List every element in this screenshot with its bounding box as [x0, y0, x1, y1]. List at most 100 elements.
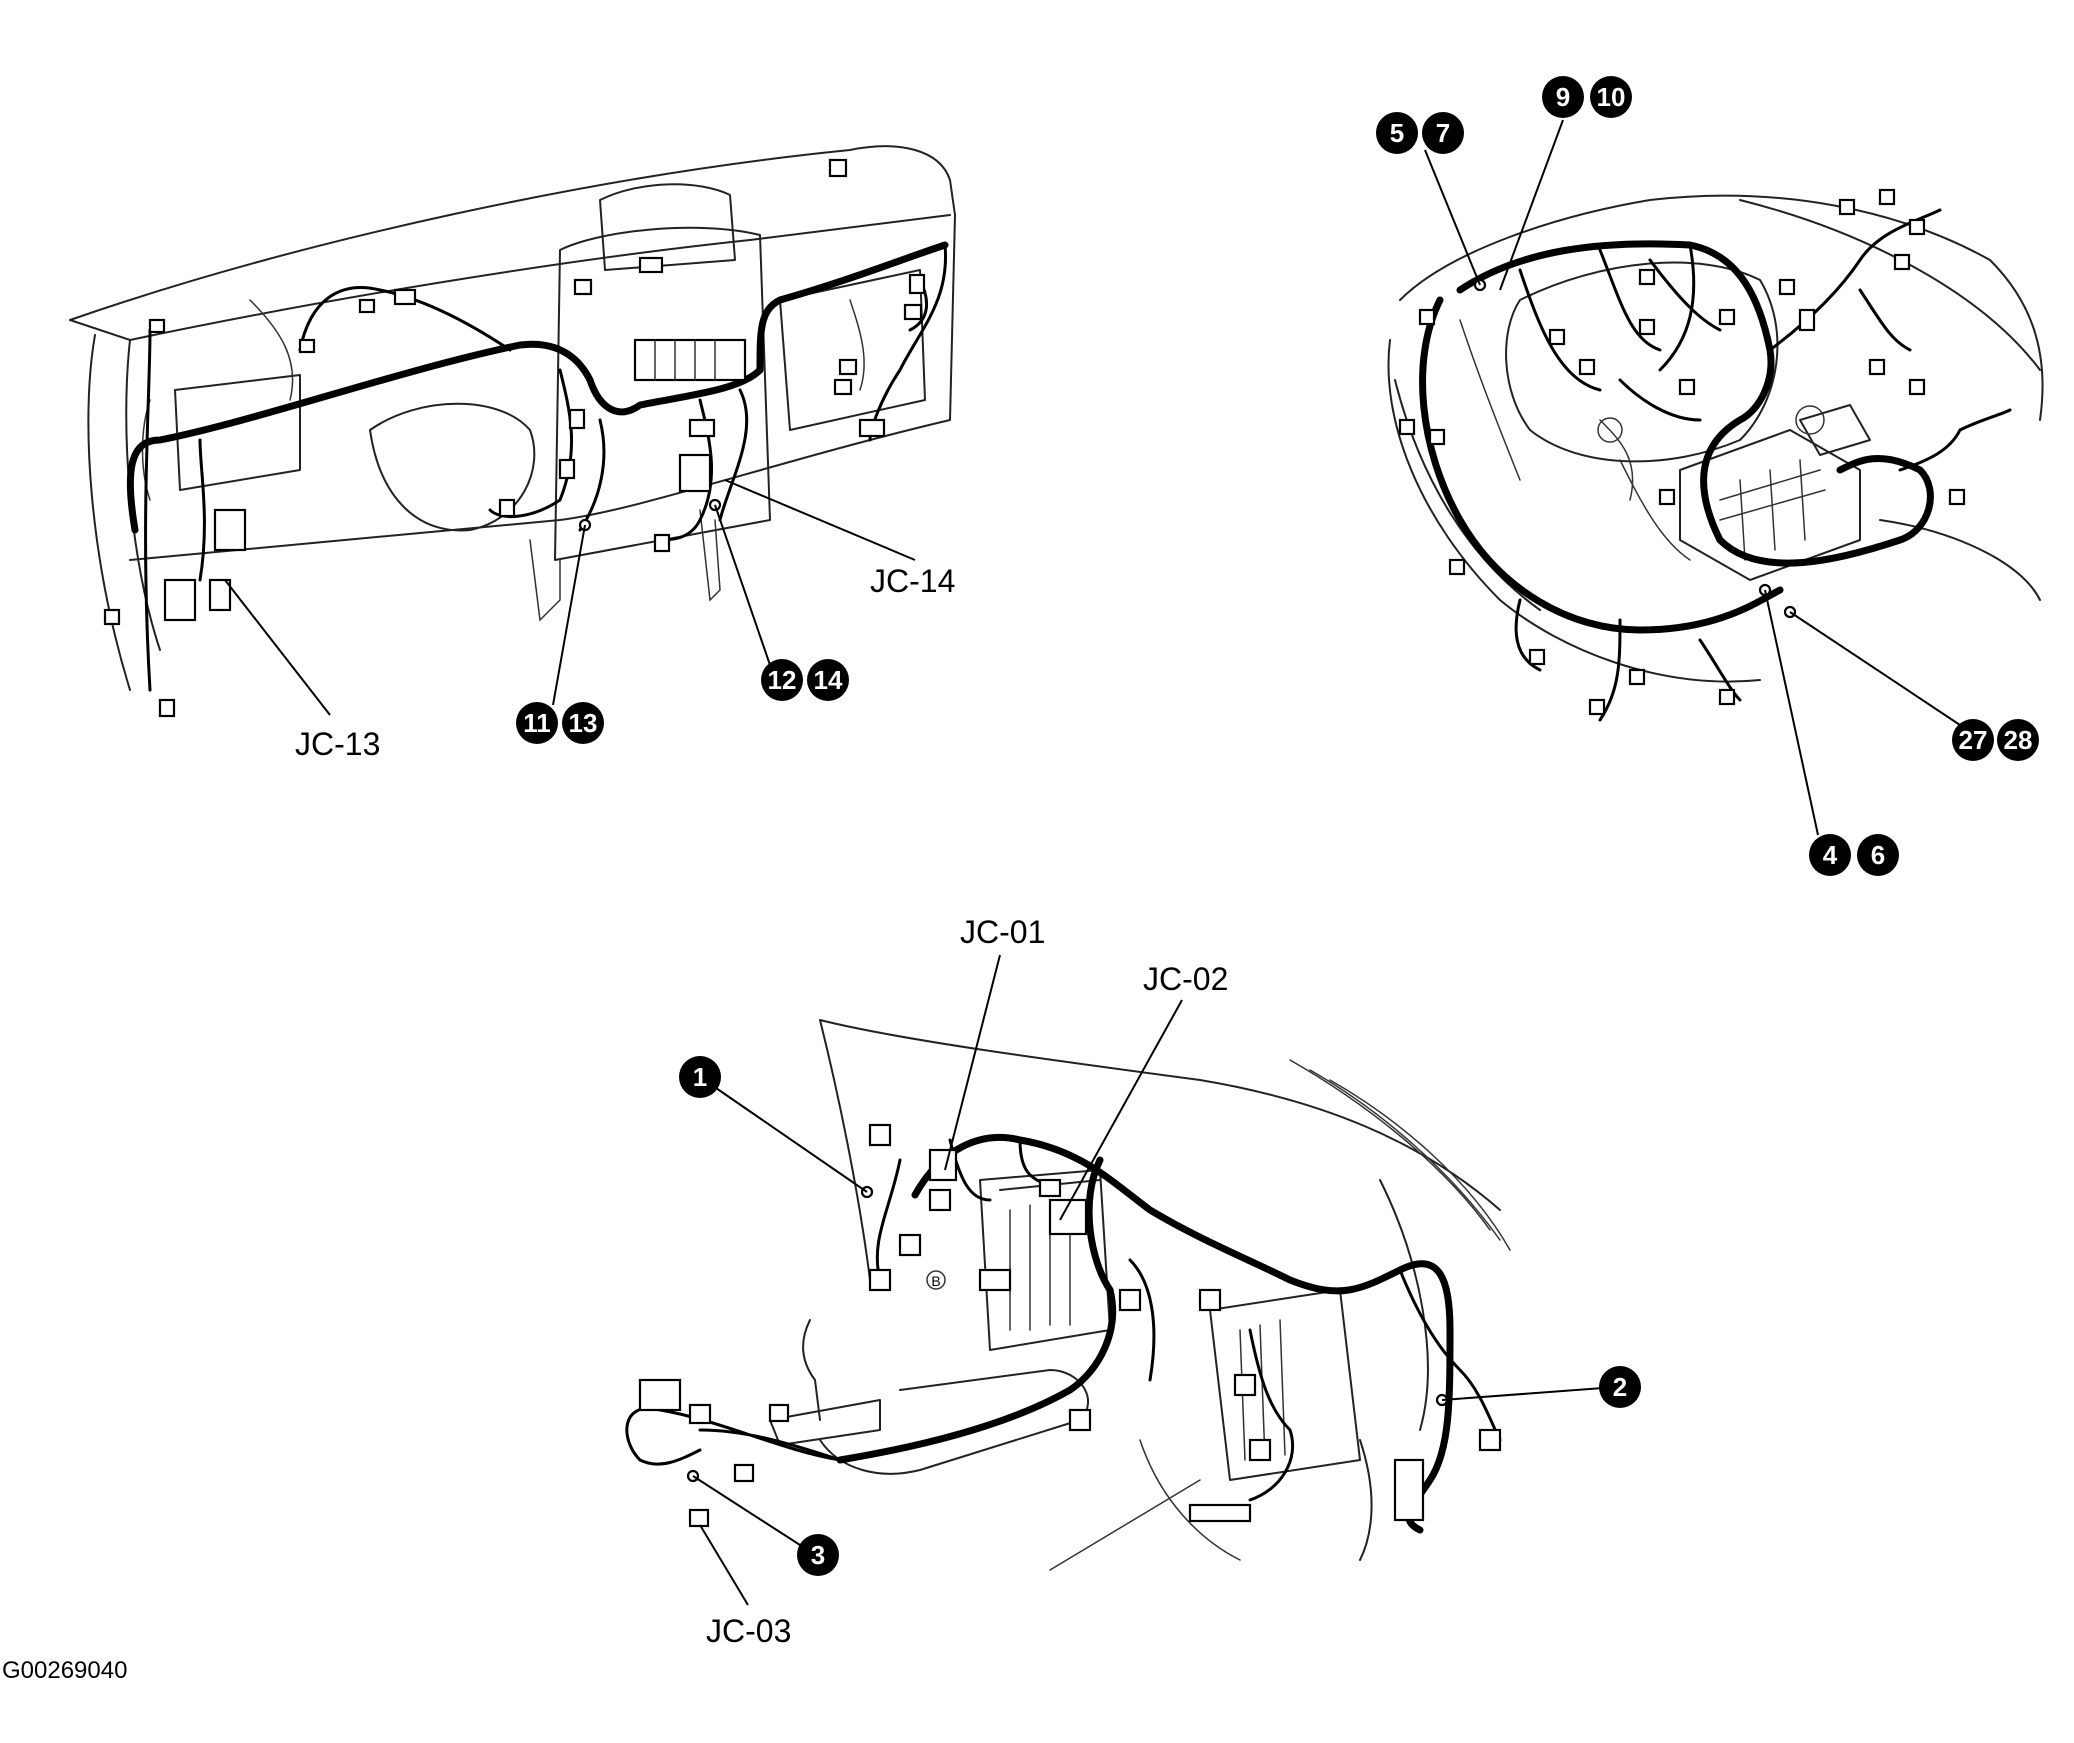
jc13-leader	[224, 579, 331, 716]
connector-badge-27: 27	[1952, 719, 1994, 761]
badge-5-7-leader	[1424, 149, 1481, 286]
floor-connector	[928, 1188, 952, 1212]
floor-connector	[1198, 1288, 1222, 1312]
dash-top-outline	[69, 145, 956, 321]
floor-connector	[688, 1508, 710, 1528]
ip-connector	[833, 378, 853, 396]
svg-text:3: 3	[811, 1540, 825, 1570]
svg-text:13: 13	[569, 708, 598, 738]
ip-connector	[163, 578, 197, 622]
dash-lower-edge	[129, 214, 956, 561]
engine-connector	[1718, 688, 1736, 706]
floor-connector	[868, 1268, 892, 1292]
svg-text:12: 12	[768, 665, 797, 695]
floor-connector	[688, 1403, 712, 1425]
ip-connector	[103, 608, 121, 626]
badge-2-leader	[1441, 1387, 1604, 1401]
engine-connector	[1638, 268, 1656, 286]
engine-connector	[1638, 318, 1656, 336]
svg-text:9: 9	[1556, 82, 1570, 112]
floor-branch-left	[625, 1406, 842, 1466]
jc01-leader	[944, 954, 1001, 1171]
ip-connector	[638, 256, 664, 274]
fuse-block	[633, 338, 747, 382]
engine-perimeter-harness	[1419, 296, 1784, 634]
engine-compartment-view: 5 7 9 10 27 28 4 6	[1376, 76, 2044, 876]
reservoir-cap	[1597, 417, 1623, 443]
floor-connector	[928, 1148, 958, 1182]
floor-branch-upper	[875, 1138, 1052, 1282]
floor-connector	[978, 1268, 1012, 1292]
floor-connector	[733, 1463, 755, 1483]
connector-badge-5: 5	[1376, 112, 1418, 154]
engine-connector	[1588, 698, 1606, 716]
engine-connector	[1578, 358, 1596, 376]
ip-branch-top	[298, 286, 512, 352]
center-console-lower	[529, 509, 721, 622]
engine-connector	[1628, 668, 1646, 686]
engine-cover	[1505, 261, 1779, 463]
ip-connector	[558, 458, 576, 480]
floor-connector	[898, 1233, 922, 1257]
engine-connector	[1718, 308, 1736, 326]
ip-connector	[298, 338, 316, 354]
floor-connector	[1048, 1198, 1088, 1236]
engine-branch-4	[1514, 598, 1742, 722]
fuse-box-outline	[1679, 429, 1861, 581]
svg-text:10: 10	[1597, 82, 1626, 112]
ip-connector	[568, 408, 586, 430]
jc14-leader	[724, 479, 916, 561]
connector-badge-9: 9	[1542, 76, 1584, 118]
svg-text:4: 4	[1823, 840, 1838, 870]
glovebox-outline	[174, 374, 301, 491]
floor-connector	[1038, 1178, 1062, 1198]
steering-column-area	[369, 402, 536, 532]
engine-connector	[1868, 358, 1886, 376]
floor-branch-mid	[1128, 1258, 1295, 1502]
svg-text:1: 1	[693, 1062, 707, 1092]
floor-connector	[1188, 1503, 1252, 1523]
ip-connector	[498, 498, 516, 518]
engine-connector	[1548, 328, 1566, 346]
ip-connector	[573, 278, 593, 296]
reservoir-cap	[1795, 405, 1825, 435]
connector-badge-11: 11	[516, 702, 558, 744]
svg-text:14: 14	[814, 665, 843, 695]
badge-4-6-leader	[1764, 589, 1819, 836]
floor-dash-outline	[819, 1019, 1501, 1211]
kick-panel-right	[1359, 1179, 1429, 1561]
floor-main-harness	[911, 1133, 1454, 1534]
jc03-label: JC-03	[706, 1613, 791, 1649]
connector-badge-28: 28	[1997, 719, 2039, 761]
engine-connector	[1948, 488, 1966, 506]
a-pillar-left	[819, 1019, 871, 1281]
ip-connector	[213, 508, 247, 552]
right-panel-outline	[779, 269, 926, 431]
ip-branch-right	[868, 243, 948, 442]
svg-text:7: 7	[1436, 118, 1450, 148]
engine-connector	[1908, 378, 1926, 396]
floor-tunnel-harness	[836, 1156, 1117, 1464]
fuse-block-cells	[654, 339, 716, 381]
ip-connector	[688, 418, 716, 438]
engine-connector	[1893, 253, 1911, 271]
ip-main-harness	[126, 241, 949, 534]
engine-connector	[1528, 648, 1546, 666]
fuse-box-cells	[1719, 459, 1826, 561]
engine-connector	[1798, 308, 1816, 332]
ip-connector	[908, 273, 926, 295]
svg-text:28: 28	[2004, 725, 2033, 755]
ip-connector	[653, 533, 671, 553]
windshield-lines	[1289, 1059, 1511, 1251]
svg-text:B: B	[931, 1273, 940, 1289]
connector-badge-7: 7	[1422, 112, 1464, 154]
engine-branch-1	[1518, 248, 1722, 392]
engine-connector	[1678, 378, 1696, 396]
fender-right	[1739, 199, 2044, 601]
connector-badge-12: 12	[761, 659, 803, 701]
ip-connector	[838, 358, 858, 376]
connector-badge-6: 6	[1857, 834, 1899, 876]
floor-console-view: B JC-01 JC-02 JC-03 1 2 3	[625, 914, 1641, 1649]
engine-branch-3	[1898, 408, 2012, 472]
